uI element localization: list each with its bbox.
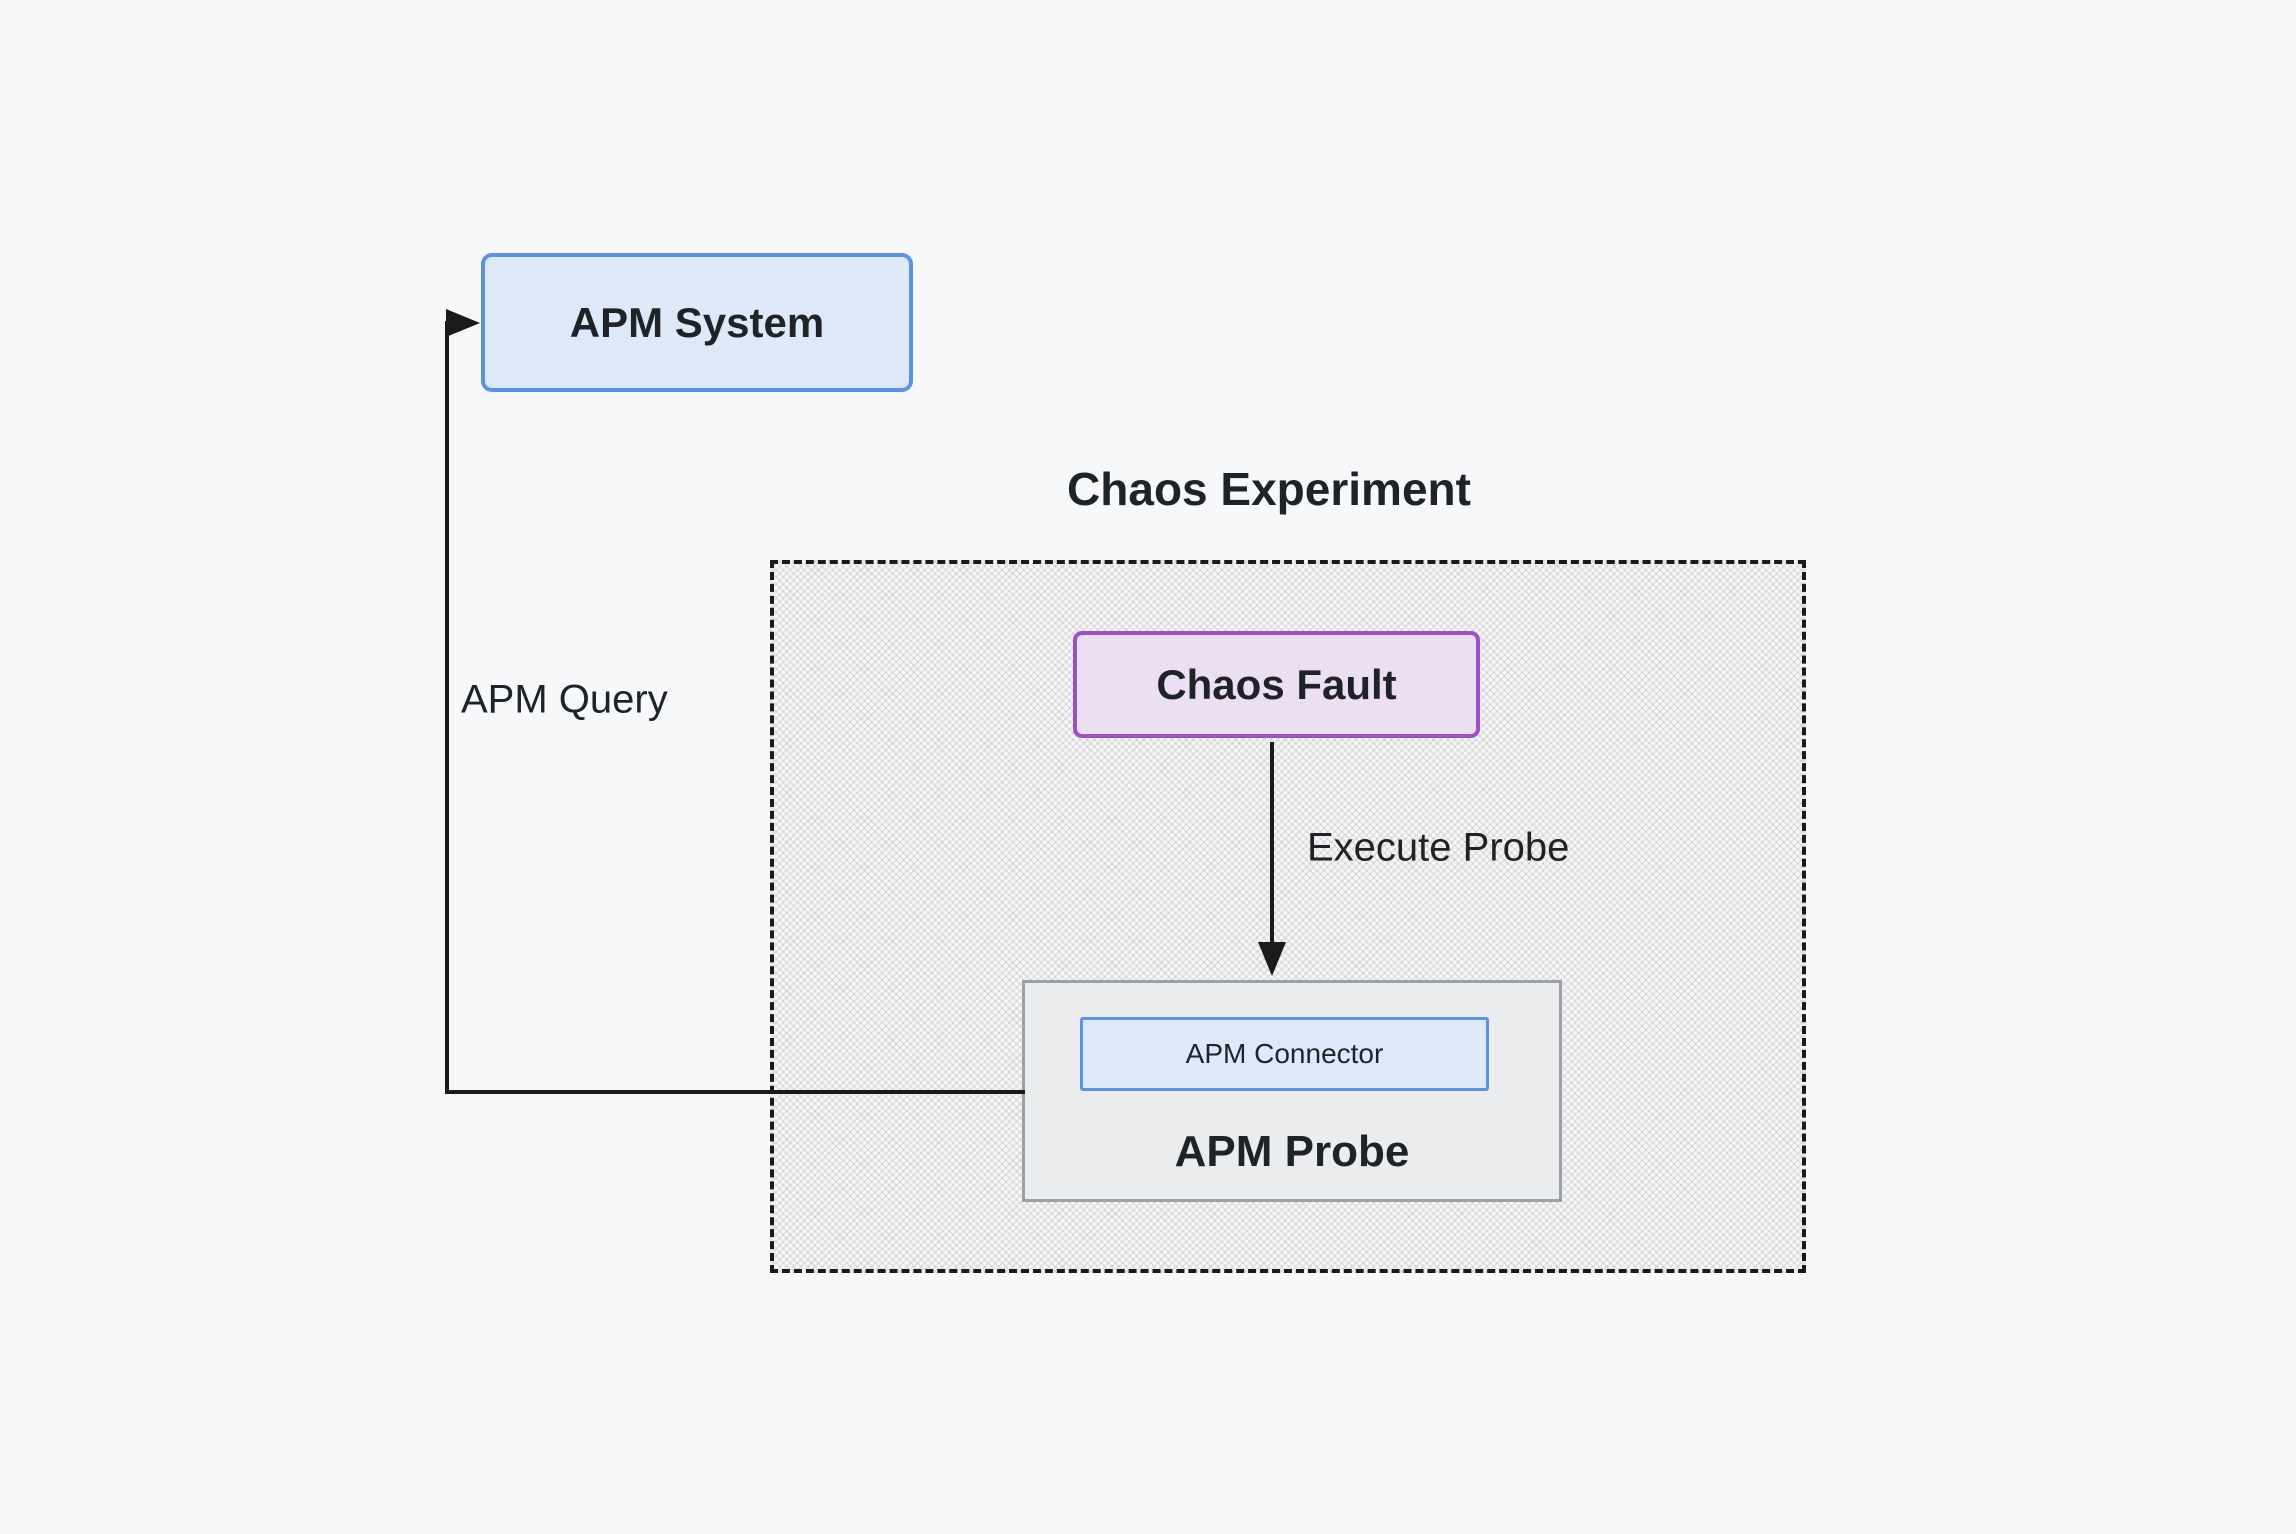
apm-system-node: APM System xyxy=(481,253,913,392)
chaos-fault-label: Chaos Fault xyxy=(1156,660,1397,708)
chaos-experiment-title: Chaos Experiment xyxy=(1067,463,1471,515)
apm-system-label: APM System xyxy=(569,298,825,346)
apm-probe-label: APM Probe xyxy=(1174,1127,1410,1176)
execute-probe-label: Execute Probe xyxy=(1307,825,1570,870)
chaos-fault-node: Chaos Fault xyxy=(1073,631,1480,738)
apm-connector-label: APM Connector xyxy=(1185,1038,1384,1069)
apm-connector-node: APM Connector xyxy=(1080,1017,1489,1091)
apm-query-arrowhead xyxy=(446,309,480,337)
apm-query-label: APM Query xyxy=(461,677,668,722)
